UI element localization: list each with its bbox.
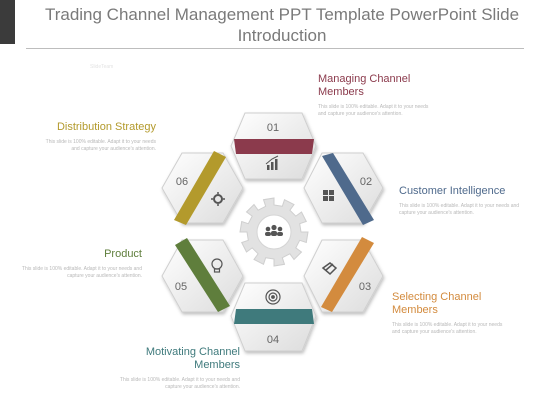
segment-01-band xyxy=(234,139,314,154)
callout-distribution: Distribution Strategy This slide is 100%… xyxy=(38,121,156,152)
callout-customer-body: This slide is 100% editable. Adapt it to… xyxy=(399,203,520,216)
callout-product-title: Product xyxy=(104,248,142,260)
callout-motivating: Motivating Channel Members This slide is… xyxy=(118,346,240,390)
segment-01-number: 01 xyxy=(267,122,279,134)
segment-06-band xyxy=(174,151,226,225)
callout-customer-title: Customer Intelligence xyxy=(399,185,506,197)
segment-02-number: 02 xyxy=(360,176,372,188)
callout-motivating-title: Motivating Channel Members xyxy=(145,346,240,371)
segment-04-number: 04 xyxy=(267,334,279,346)
callout-managing-body: This slide is 100% editable. Adapt it to… xyxy=(318,104,429,117)
puzzle-icon xyxy=(323,190,334,201)
segment-04-band xyxy=(234,309,314,324)
segment-04: 04 xyxy=(230,282,317,352)
segment-05-number: 05 xyxy=(175,281,187,293)
slide-title: Trading Channel Management PPT Template … xyxy=(44,5,520,45)
callout-selecting-title: Selecting Channel Members xyxy=(392,291,482,316)
segment-06-number: 06 xyxy=(176,176,188,188)
callout-managing-title: Managing Channel Members xyxy=(318,73,411,98)
callout-selecting-body: This slide is 100% editable. Adapt it to… xyxy=(392,322,503,335)
segment-06: 06 xyxy=(161,151,244,225)
segment-05: 05 xyxy=(161,238,244,313)
segment-05-band xyxy=(175,238,230,312)
segment-02-band xyxy=(322,153,374,225)
segment-01: 01 xyxy=(230,112,317,180)
gear-icon xyxy=(211,192,225,206)
callout-product: Product This slide is 100% editable. Ada… xyxy=(20,248,142,279)
team-icon xyxy=(265,224,283,236)
callout-customer: Customer Intelligence This slide is 100%… xyxy=(399,185,524,216)
title-divider xyxy=(26,48,524,49)
segment-02: 02 xyxy=(303,152,384,225)
callout-distribution-title: Distribution Strategy xyxy=(56,121,156,133)
callout-product-body: This slide is 100% editable. Adapt it to… xyxy=(21,266,142,279)
watermark-text: SlideTeam xyxy=(90,64,114,70)
segment-03: 03 xyxy=(303,237,384,313)
title-accent-bar xyxy=(0,0,15,44)
segment-03-number: 03 xyxy=(359,281,371,293)
bar-chart-icon xyxy=(265,155,279,170)
callout-managing: Managing Channel Members This slide is 1… xyxy=(318,73,438,117)
target-icon xyxy=(265,289,281,305)
callout-motivating-body: This slide is 100% editable. Adapt it to… xyxy=(119,377,240,390)
lightbulb-icon xyxy=(211,258,223,273)
callout-selecting: Selecting Channel Members This slide is … xyxy=(392,291,512,335)
segment-03-band xyxy=(321,237,374,312)
callout-distribution-body: This slide is 100% editable. Adapt it to… xyxy=(45,139,156,152)
handshake-icon xyxy=(321,262,338,276)
